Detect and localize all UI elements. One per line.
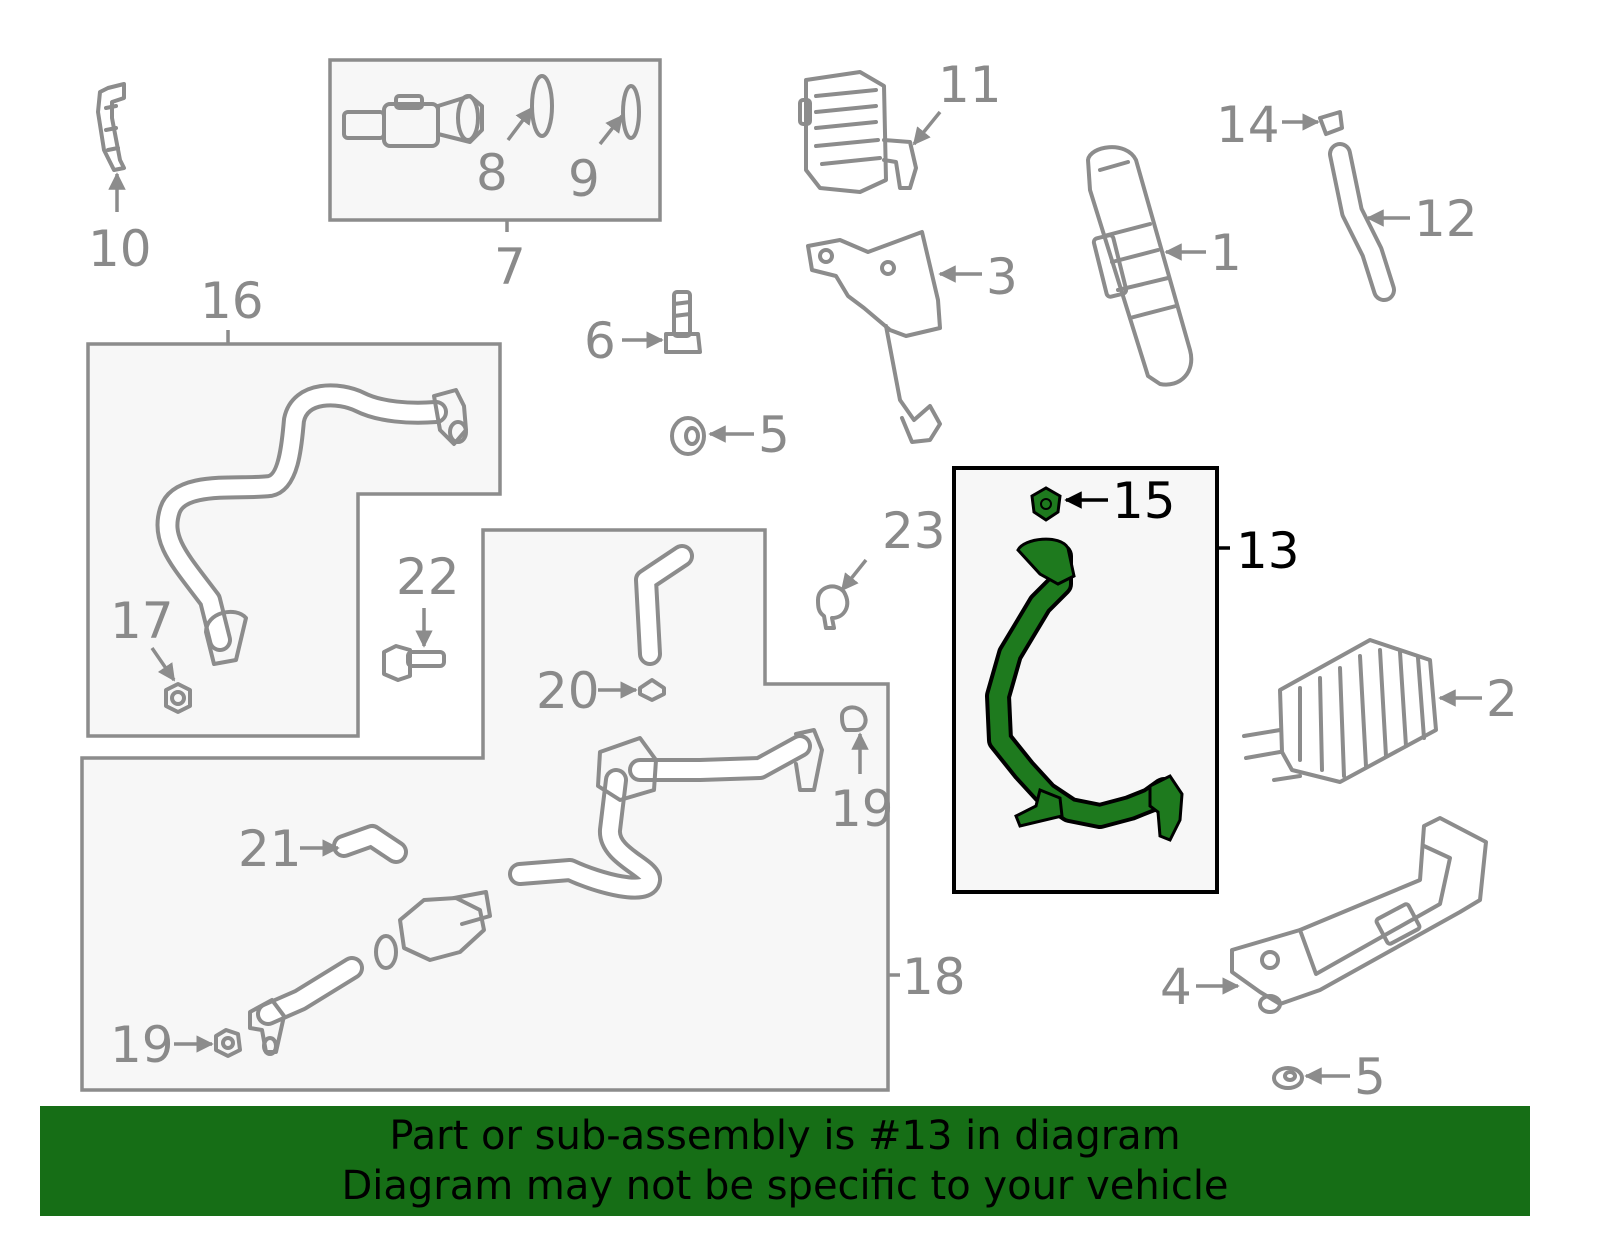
callout-22: 22 [396, 548, 460, 606]
part-5-grommet-a [670, 416, 706, 456]
part-3-bracket [806, 230, 942, 444]
callout-10: 10 [88, 220, 152, 278]
banner-line-1: Part or sub-assembly is #13 in diagram [389, 1113, 1181, 1159]
part-9-oring [621, 84, 641, 140]
callout-21: 21 [238, 820, 302, 878]
part-11-purge-valve [798, 70, 918, 194]
callout-6: 6 [584, 312, 616, 370]
part-6-bolt [664, 290, 702, 354]
callout-18: 18 [902, 948, 966, 1006]
callout-3: 3 [986, 248, 1018, 306]
callout-19a: 19 [830, 780, 894, 838]
callout-5a: 5 [758, 406, 790, 464]
callout-17: 17 [110, 592, 174, 650]
part-19-clip-a [840, 705, 868, 732]
callout-14: 14 [1216, 96, 1280, 154]
callout-19b: 19 [110, 1016, 174, 1074]
part-17-nut [164, 682, 192, 714]
part-20-clip [638, 678, 666, 702]
callout-7: 7 [494, 238, 526, 296]
arrow-pointer [108, 106, 1482, 1085]
part-15-clip [1030, 486, 1062, 522]
box-16 [86, 342, 502, 738]
part-23-clip [816, 584, 850, 630]
part-16-hose [155, 383, 468, 666]
callout-2: 2 [1486, 670, 1518, 728]
part-2-canister [1242, 638, 1438, 784]
callout-15: 15 [1112, 472, 1176, 530]
part-12-hose [1328, 142, 1396, 302]
callout-4: 4 [1160, 958, 1192, 1016]
callout-16: 16 [200, 272, 264, 330]
banner-background [40, 1106, 1530, 1216]
callout-11: 11 [938, 56, 1002, 114]
part-18-hose-assembly [248, 544, 824, 1056]
callout-12: 12 [1414, 190, 1478, 248]
callout-8: 8 [476, 144, 508, 202]
callout-1: 1 [1210, 224, 1242, 282]
part-4-tray [1230, 816, 1488, 1014]
part-14-cap [1318, 110, 1344, 136]
callout-5b: 5 [1354, 1048, 1386, 1106]
part-1-filler-pipe [1086, 145, 1194, 387]
callout-9: 9 [568, 150, 600, 208]
banner-line-2: Diagram may not be specific to your vehi… [341, 1163, 1229, 1209]
part-8-oring [530, 74, 554, 138]
callout-20: 20 [536, 662, 600, 720]
part-19-clip-b [214, 1028, 242, 1058]
part-7-valve [342, 74, 641, 148]
callout-13: 13 [1236, 522, 1300, 580]
part-5-grommet-b [1272, 1066, 1304, 1090]
part-13-vapor-hose [985, 537, 1184, 842]
callout-23: 23 [882, 502, 946, 560]
box-18 [80, 528, 890, 1092]
part-22-bolt [382, 644, 446, 682]
info-banner: Part or sub-assembly is #13 in diagram D… [40, 1106, 1530, 1216]
part-10-clip [96, 82, 126, 172]
